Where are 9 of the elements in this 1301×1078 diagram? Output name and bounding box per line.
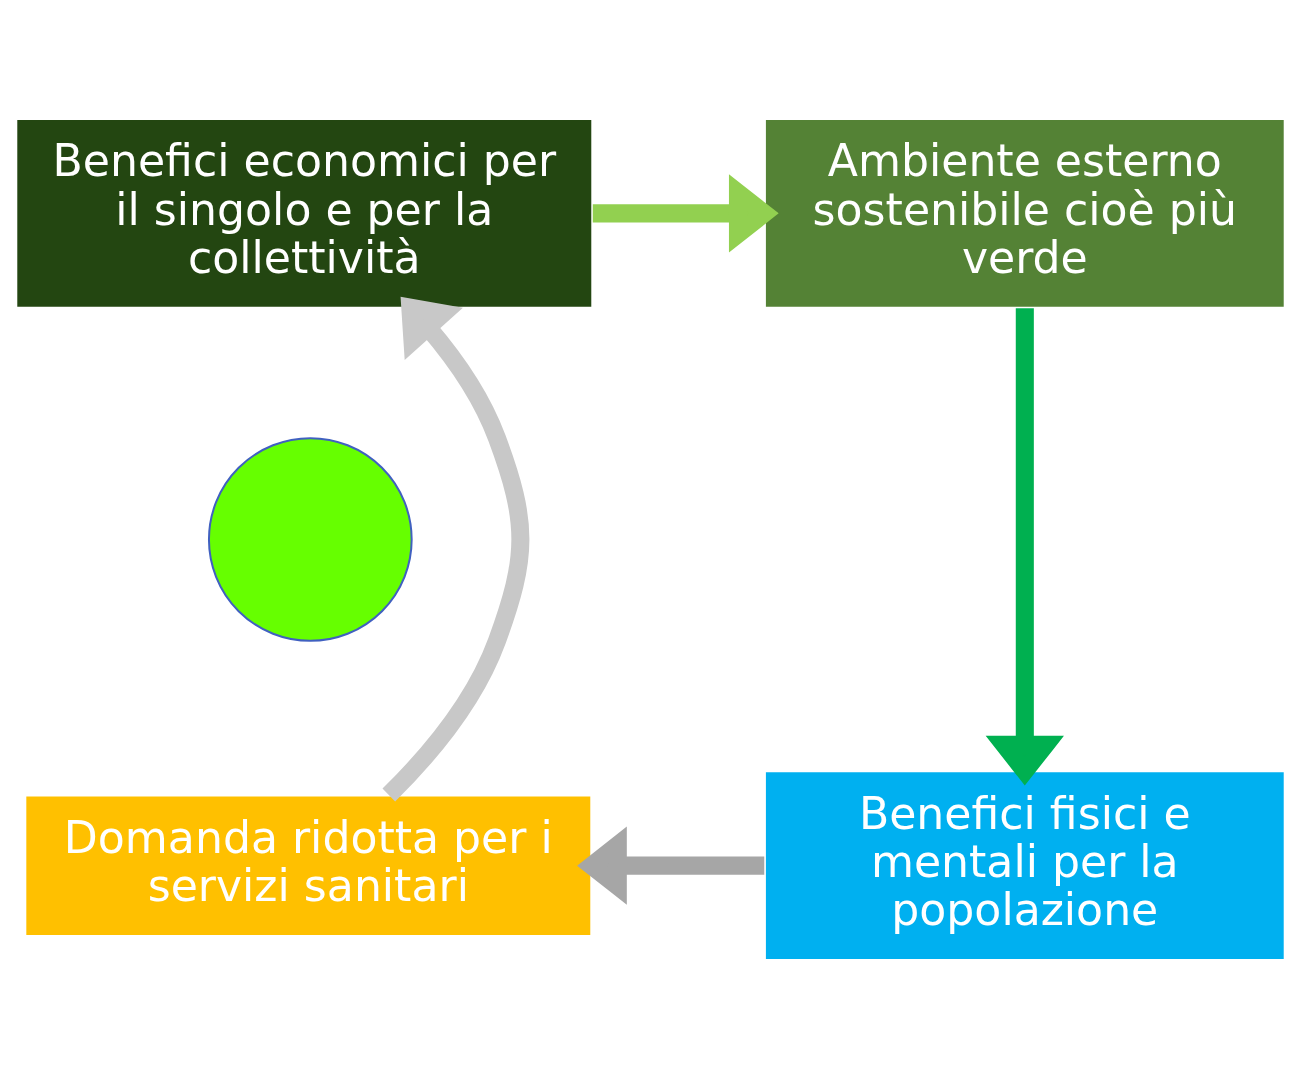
node-circle (207, 436, 413, 642)
node-box: Benefici fisici e mentali per la popolazione (763, 769, 1286, 961)
node-box: Domanda ridotta per i servizi sanitari (24, 793, 593, 937)
arrow (985, 307, 1064, 786)
arrow (592, 173, 779, 252)
node-box: Ambiente esterno sostenibile cioè più verde (763, 117, 1286, 309)
node-box: Benefici economici per il singolo e per la collettività (15, 117, 594, 309)
arrow (577, 826, 765, 905)
arrow (382, 296, 530, 801)
